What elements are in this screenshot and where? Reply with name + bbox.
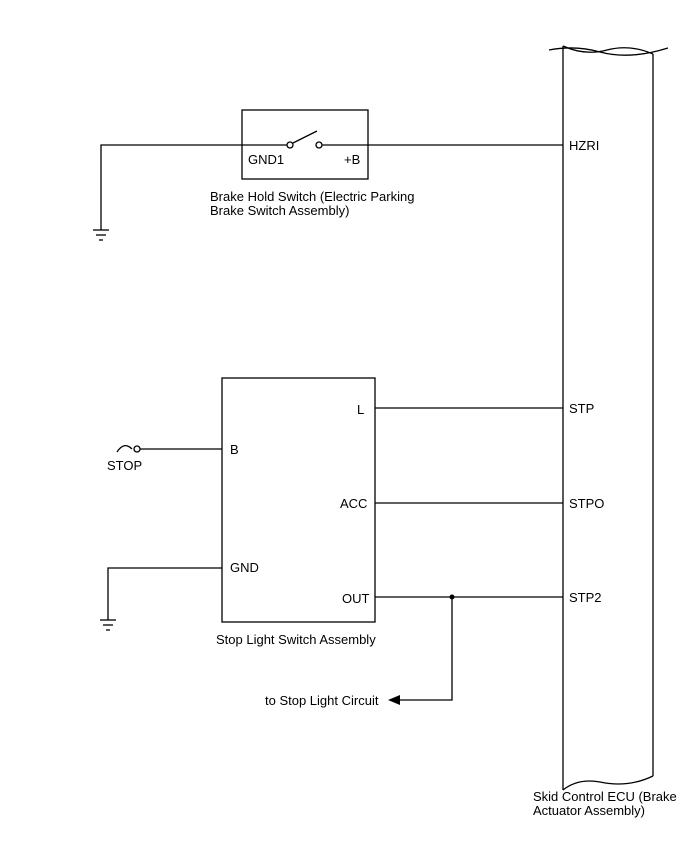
ecu-caption-line2: Actuator Assembly) bbox=[533, 803, 645, 818]
pin-label-hzri: HZRI bbox=[569, 138, 599, 153]
brake-hold-switch-caption-line2: Brake Switch Assembly) bbox=[210, 203, 349, 218]
brake-hold-switch-caption-line1: Brake Hold Switch (Electric Parking bbox=[210, 189, 414, 204]
ground-symbol-bottom bbox=[100, 619, 116, 631]
stop-light-switch-caption: Stop Light Switch Assembly bbox=[216, 632, 376, 647]
pin-label-stpo: STPO bbox=[569, 496, 604, 511]
terminal-label-b: B bbox=[230, 442, 239, 457]
switch-contact-left bbox=[286, 141, 294, 149]
switch-lever bbox=[292, 130, 318, 144]
junction-dot bbox=[449, 594, 455, 600]
terminal-label-l: L bbox=[357, 402, 364, 417]
wire-stop-light-circuit bbox=[398, 597, 453, 701]
fuse-label: STOP bbox=[107, 458, 142, 473]
ecu-caption-line1: Skid Control ECU (Brake bbox=[533, 789, 677, 804]
skid-control-ecu bbox=[548, 45, 669, 791]
arrow-left-icon bbox=[388, 695, 400, 705]
terminal-label-acc: ACC bbox=[340, 496, 367, 511]
pin-label-stp: STP bbox=[569, 401, 594, 416]
ground-symbol-top bbox=[93, 229, 109, 241]
terminal-label-out: OUT bbox=[342, 591, 370, 606]
wire-gnd1-ground bbox=[100, 144, 242, 230]
terminal-label-gnd1: GND1 bbox=[248, 152, 284, 167]
wire-gnd-ground bbox=[107, 567, 222, 620]
pin-label-stp2: STP2 bbox=[569, 590, 602, 605]
stop-light-circuit-label: to Stop Light Circuit bbox=[265, 693, 379, 708]
terminal-label-plus-b: +B bbox=[344, 152, 360, 167]
terminal-label-gnd: GND bbox=[230, 560, 259, 575]
stop-light-switch-box bbox=[221, 377, 376, 623]
fuse-symbol bbox=[116, 445, 141, 453]
switch-contact-right bbox=[315, 141, 323, 149]
